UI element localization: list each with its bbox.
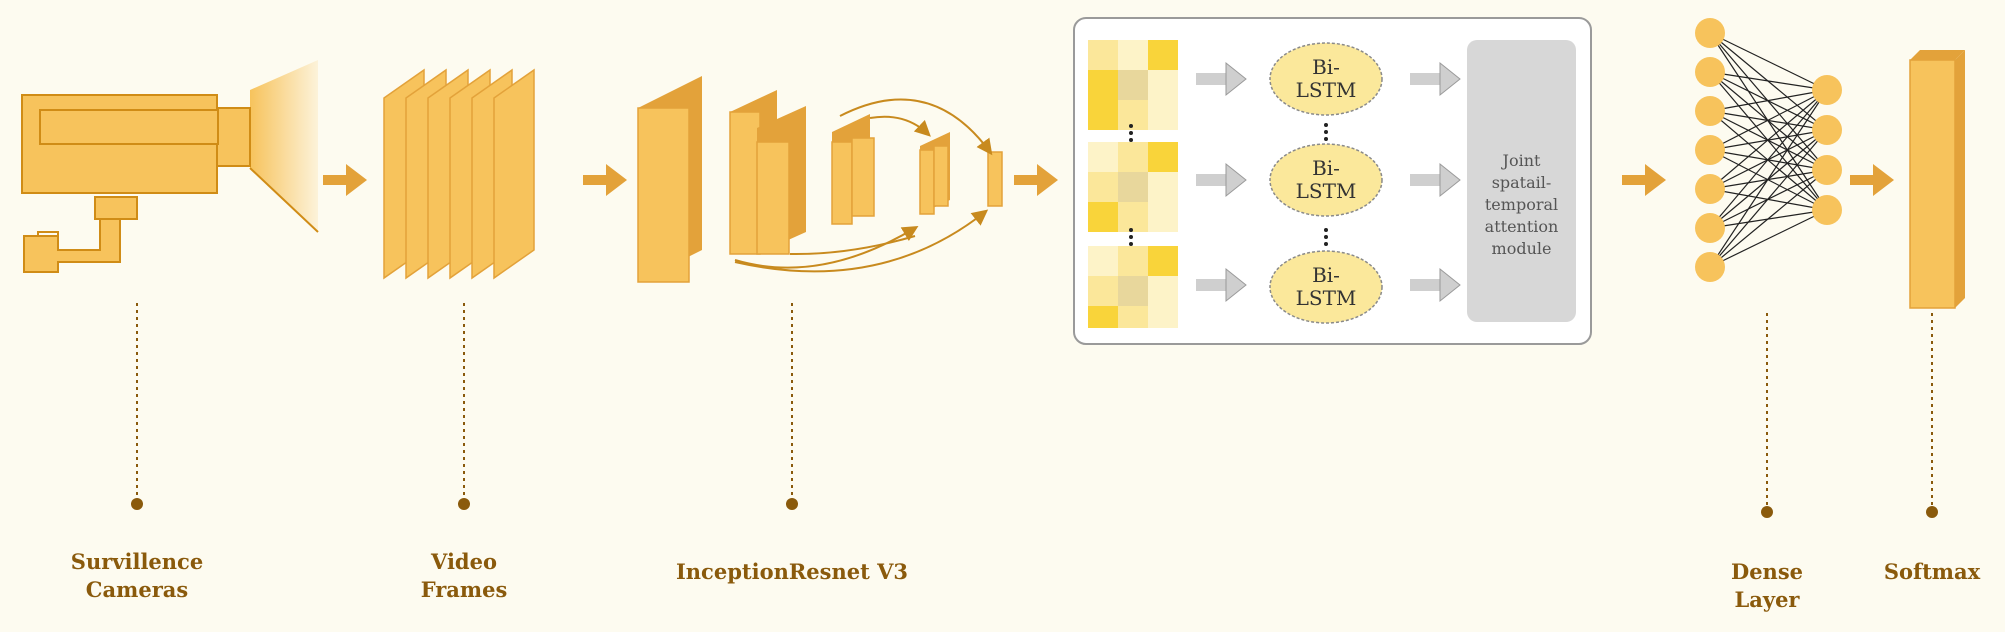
flow-arrow: [583, 164, 627, 196]
attention-module-box: [1467, 40, 1576, 322]
connector-line: [458, 303, 470, 510]
neuron-node: [1695, 252, 1725, 282]
flow-arrow: [1014, 164, 1058, 196]
stage-label-inception: InceptionResnet V3: [676, 558, 908, 586]
module-line: module: [1491, 239, 1552, 258]
connector-line: [131, 303, 143, 510]
bilstm-label-line: LSTM: [1295, 78, 1357, 102]
bilstm-node: [1269, 42, 1383, 116]
bilstm-label: Bi- LSTM: [1271, 56, 1381, 102]
neuron-node: [1695, 96, 1725, 126]
connector-line: [1761, 313, 1773, 518]
stage-label-line: Dense: [1730, 559, 1804, 584]
neuron-connection: [1709, 32, 1828, 91]
stage-label-line: Frames: [420, 577, 508, 602]
feature-map-grid: [1088, 40, 1178, 130]
neuron-node: [1695, 57, 1725, 87]
feature-map-grid: [1088, 142, 1178, 232]
connector-line: [786, 303, 798, 510]
grey-arrow: [1196, 61, 1247, 97]
stage-label-line: Layer: [1734, 587, 1800, 612]
surveillance-camera-icon: [21, 60, 319, 273]
video-frames-stack: [383, 68, 535, 280]
flow-arrow: [1850, 164, 1894, 196]
flow-arrow: [1622, 164, 1666, 196]
grey-arrow: [1410, 267, 1461, 303]
grey-arrow: [1410, 162, 1461, 198]
neuron-connection: [1709, 89, 1828, 268]
neuron-connection: [1709, 129, 1828, 268]
grey-arrow: [1196, 267, 1247, 303]
connector-line: [1926, 313, 1938, 518]
feature-map-grid: [1088, 246, 1178, 328]
inception-network-diagram: [637, 76, 1003, 283]
neuron-node: [1812, 195, 1842, 225]
grey-arrow: [1410, 61, 1461, 97]
bilstm-label-line: Bi-: [1312, 263, 1340, 287]
stage-label-line: Softmax: [1883, 559, 1981, 584]
neuron-connection: [1709, 89, 1828, 112]
bilstm-label-line: LSTM: [1295, 286, 1357, 310]
flow-arrow: [323, 164, 367, 196]
bilstm-node: [1269, 143, 1383, 217]
neuron-connection: [1709, 71, 1828, 91]
module-line: temporal: [1484, 195, 1559, 214]
neuron-node: [1695, 18, 1725, 48]
stage-label-frames: Video Frames: [421, 548, 508, 604]
attention-module-label: Joint spatail- temporal attention module: [1467, 150, 1576, 260]
bilstm-label: Bi- LSTM: [1271, 157, 1381, 203]
bilstm-label-line: Bi-: [1312, 156, 1340, 180]
ellipsis-dots: [1129, 123, 1328, 246]
neuron-node: [1812, 75, 1842, 105]
neuron-node: [1812, 115, 1842, 145]
grey-arrow: [1196, 162, 1247, 198]
dense-layer-network: [1695, 18, 1842, 282]
neuron-connection: [1709, 89, 1828, 151]
module-line: Joint: [1502, 151, 1541, 170]
neuron-node: [1695, 174, 1725, 204]
neuron-connection: [1709, 169, 1828, 268]
neuron-node: [1695, 213, 1725, 243]
stage-label-cameras: Survillence Cameras: [71, 548, 203, 604]
neuron-connection: [1709, 89, 1828, 229]
stage-label-softmax: Softmax: [1884, 558, 1980, 586]
neuron-connection: [1709, 89, 1828, 190]
neuron-node: [1695, 135, 1725, 165]
stage-label-line: InceptionResnet V3: [675, 559, 909, 584]
stage-label-line: Video: [431, 549, 497, 574]
stage-label-line: Cameras: [85, 577, 189, 602]
bilstm-node: [1269, 250, 1383, 324]
bilstm-label: Bi- LSTM: [1271, 264, 1381, 310]
neuron-node: [1812, 155, 1842, 185]
bilstm-label-line: LSTM: [1295, 179, 1357, 203]
stage-label-line: Survillence: [70, 549, 204, 574]
softmax-block: [1909, 50, 1965, 309]
module-line: attention: [1484, 217, 1559, 236]
module-line: spatail-: [1491, 173, 1552, 192]
stage-label-dense: Dense Layer: [1731, 558, 1803, 614]
neuron-connection: [1709, 209, 1828, 268]
bilstm-label-line: Bi-: [1312, 55, 1340, 79]
